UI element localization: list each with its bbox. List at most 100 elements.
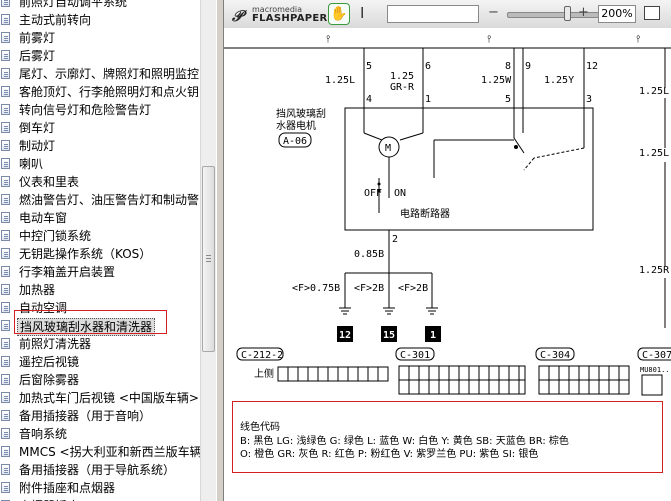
wire-label-right: 1.25L <box>639 148 669 159</box>
pin-number: 5 <box>366 61 372 72</box>
pin-number: 12 <box>586 61 598 72</box>
tree-item[interactable]: 备用插接器（用于导航系统） <box>0 461 200 479</box>
document-icon <box>1 284 10 295</box>
tree-item[interactable]: 主动式前转向 <box>0 11 200 29</box>
page-number-field[interactable] <box>387 5 479 23</box>
tree-item[interactable]: 后雾灯 <box>0 47 200 65</box>
zoom-slider-thumb[interactable] <box>564 6 571 21</box>
print-icon[interactable] <box>644 6 660 20</box>
tree-item-label: 无钥匙操作系统（KOS） <box>19 247 152 261</box>
tree-item[interactable]: 前照灯清洗器 <box>0 335 200 353</box>
tree-item[interactable]: 喇叭 <box>0 155 200 173</box>
motor-pin: 3 <box>586 94 592 105</box>
tree-item[interactable]: 音响系统 <box>0 425 200 443</box>
tree-item[interactable]: 仪表和里表 <box>0 173 200 191</box>
connector-pinout-c301 <box>398 365 526 395</box>
connector-pinout-c212 <box>277 366 389 382</box>
pane-splitter[interactable] <box>216 0 224 501</box>
tree-item[interactable]: 前雾灯 <box>0 29 200 47</box>
tree-item-label: 燃油警告灯、油压警告灯和制动警 <box>19 193 200 207</box>
scrollbar-thumb[interactable] <box>202 166 215 352</box>
document-icon <box>1 176 10 187</box>
tree-item-label: 倒车灯 <box>19 121 56 135</box>
tree-item[interactable]: 转向信号灯和危险警告灯 <box>0 101 200 119</box>
document-icon <box>1 68 10 79</box>
ground-symbol <box>339 307 438 315</box>
tree-item-label: 仪表和里表 <box>19 175 80 189</box>
document-icon <box>1 248 10 259</box>
tree-item-label: 音响系统 <box>19 427 68 441</box>
tree-item[interactable]: 加热器 <box>0 281 200 299</box>
tree-item[interactable]: 制动灯 <box>0 137 200 155</box>
tree-item[interactable]: 客舱顶灯、行李舱照明灯和点火钥 <box>0 83 200 101</box>
document-icon <box>1 32 10 43</box>
tree-item-label: 前雾灯 <box>19 31 56 45</box>
tree-item-label: 备用插接器（用于音响） <box>19 409 152 423</box>
hand-tool-button[interactable]: ✋ <box>328 3 350 25</box>
tree-item-label: 遥控后视镜 <box>19 355 80 369</box>
tree-item[interactable]: 备用插接器（用于音响） <box>0 407 200 425</box>
document-icon <box>1 158 10 169</box>
text-select-icon[interactable]: I <box>360 4 365 22</box>
tree-item[interactable]: 电动车窗 <box>0 209 200 227</box>
ground-id: 15 <box>383 330 395 341</box>
document-icon <box>1 266 10 277</box>
tree-item[interactable]: 尾灯、示廓灯、牌照灯和照明监控 <box>0 65 200 83</box>
tree-item-label: 自动空调 <box>19 301 68 315</box>
tree-item-label: 后窗除雾器 <box>19 373 80 387</box>
tree-item-label: 加热式车门后视镜 <中国版车辆> <box>19 391 199 405</box>
ground-id: 12 <box>339 330 351 341</box>
tree-item[interactable]: 自动空调 <box>0 299 200 317</box>
tree-item[interactable]: 挡风玻璃刮水器和清洗器 <box>0 317 200 336</box>
tree-item[interactable]: 行李箱盖开启装置 <box>0 263 200 281</box>
fuse-mark: ⫯ <box>325 34 330 45</box>
diagram-drawing: ⫯ ⫯ ⫯ 5 6 8 9 12 1.25L 1.25 GR-R 1.25W 1… <box>224 34 671 396</box>
logo-text-top: macromedia <box>252 5 303 14</box>
document-icon <box>1 302 10 313</box>
tree-item[interactable]: 附件插座和点烟器 <box>0 479 200 497</box>
document-icon <box>1 14 10 25</box>
tree-item[interactable]: 燃油警告灯、油压警告灯和制动警 <box>0 191 200 209</box>
motor-code-badge <box>278 132 312 148</box>
tree-item[interactable]: 后窗除雾器 <box>0 371 200 389</box>
fuse-mark: ⫯ <box>486 34 491 45</box>
wire-label: 1.25Y <box>544 75 574 86</box>
tree-item[interactable]: 中控门锁系统 <box>0 227 200 245</box>
connector-label: C-212-2 <box>241 350 283 361</box>
tree-item[interactable]: 倒车灯 <box>0 119 200 137</box>
tree-item[interactable]: 无钥匙操作系统（KOS） <box>0 245 200 263</box>
tree-item-label: 电动车窗 <box>19 211 68 225</box>
document-icon <box>1 356 10 367</box>
wire-label: GR-R <box>390 82 415 93</box>
tree-item-label: 前照灯自动调平系统 <box>19 0 128 9</box>
tree-item[interactable]: 点烟器插座 <box>0 497 200 501</box>
ground-wire-label: <F>2B <box>398 283 428 294</box>
pin-number: 8 <box>505 61 511 72</box>
hand-icon: ✋ <box>330 6 348 22</box>
tree-item[interactable]: 前照灯自动调平系统 <box>0 0 200 11</box>
tree-item[interactable]: MMCS <拐大利亚和新西兰版车辆 <box>0 443 200 461</box>
document-icon <box>1 50 10 61</box>
tree-item-label: 尾灯、示廓灯、牌照灯和照明监控 <box>19 67 200 81</box>
zoom-in-button[interactable]: + <box>578 5 589 20</box>
legend-line-1: B: 黑色 LG: 浅绿色 G: 绿色 L: 蓝色 W: 白色 Y: 黄色 SB… <box>240 436 569 447</box>
tree-item[interactable]: 加热式车门后视镜 <中国版车辆> <box>0 389 200 407</box>
main-wire-label: 0.85B <box>354 249 384 260</box>
document-icon <box>1 0 10 7</box>
tree-item-label: 行李箱盖开启装置 <box>19 265 116 279</box>
motor-label: 水器电机 <box>276 119 316 132</box>
flashpaper-logo-icon: 𝒫 <box>232 7 243 25</box>
ground-id-badge <box>337 326 353 342</box>
motor-box <box>344 107 594 231</box>
tree-scrollbar[interactable] <box>200 0 216 501</box>
motor-code: A-06 <box>283 136 307 147</box>
tree-item[interactable]: 遥控后视镜 <box>0 353 200 371</box>
ground-id: 1 <box>430 330 436 341</box>
legend-title: 线色代码 <box>240 422 280 433</box>
connector-tail: MU801... <box>640 366 671 374</box>
connector-side-label: 上侧 <box>254 367 274 380</box>
zoom-out-button[interactable]: − <box>488 5 499 20</box>
zoom-level-field[interactable]: 200% <box>598 5 636 23</box>
document-icon <box>1 338 10 349</box>
document-icon <box>1 374 10 385</box>
